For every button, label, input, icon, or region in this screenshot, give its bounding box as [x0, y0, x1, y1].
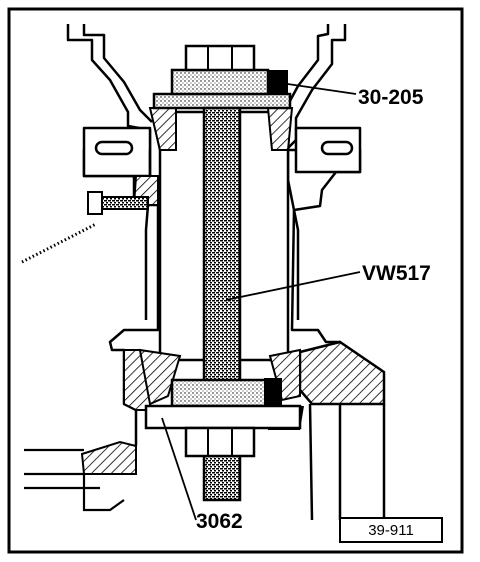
housing-left-inner	[82, 24, 153, 123]
lower-collar	[138, 348, 182, 406]
right-lower-legs	[308, 403, 386, 521]
lower-washer	[170, 378, 270, 408]
bottom-nut	[184, 426, 256, 458]
label-vw517: VW517	[362, 262, 431, 285]
label-3062: 3062	[196, 510, 243, 533]
upper-collar-right	[266, 107, 294, 151]
top-nut	[184, 44, 256, 72]
leader-30-205	[273, 81, 357, 95]
upper-washer	[170, 68, 270, 96]
figure-ref-box	[339, 517, 443, 543]
label-30-205: 30-205	[358, 86, 424, 109]
grease-line	[21, 222, 97, 264]
leader-3062	[161, 417, 197, 521]
leader-vw517	[225, 271, 361, 301]
left-shaft	[24, 448, 125, 512]
support-plate	[144, 404, 302, 430]
lower-black-insert	[264, 378, 282, 406]
left-bottom-lug	[80, 440, 137, 475]
leader-lines	[161, 81, 361, 521]
side-bolt	[87, 191, 149, 215]
puller-plate	[152, 92, 292, 110]
figure-ref: 39-911	[368, 522, 414, 539]
